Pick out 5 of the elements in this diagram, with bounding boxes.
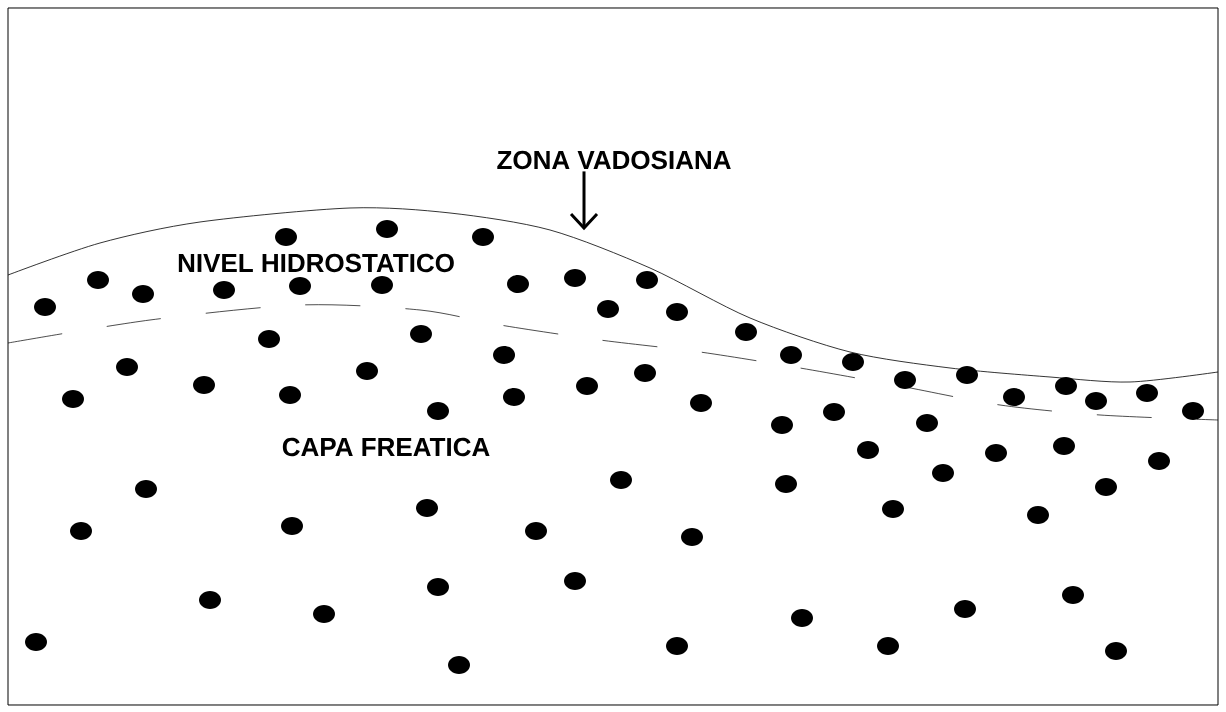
arrow bbox=[569, 171, 599, 231]
zone-label: CAPA FREATICA bbox=[282, 437, 490, 457]
zone-label: ZONA VADOSIANA bbox=[497, 150, 731, 170]
ground-surface-line bbox=[7, 207, 1219, 383]
zone-label: NIVEL HIDROSTATICO bbox=[178, 253, 454, 273]
